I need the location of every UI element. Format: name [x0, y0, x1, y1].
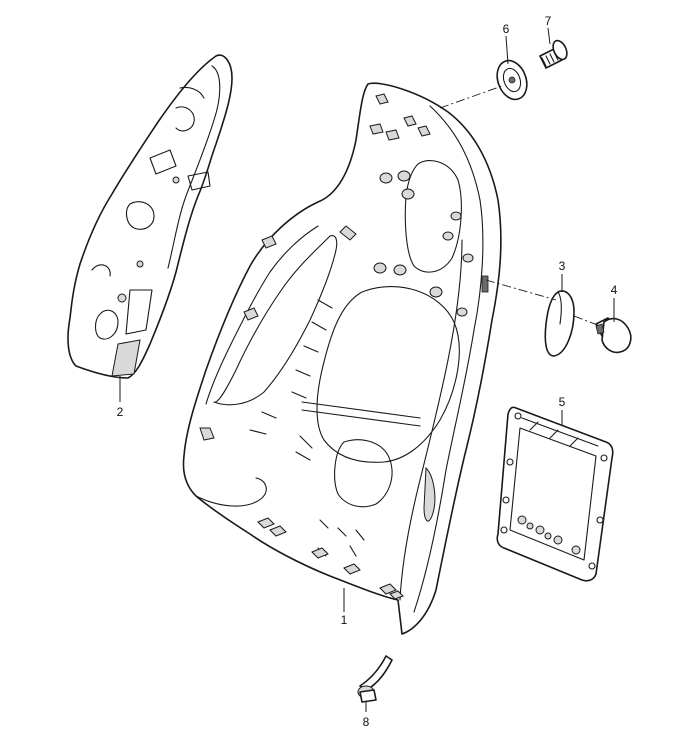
backrest-shell-part-1[interactable] [182, 82, 502, 635]
callout-1: 1 [341, 613, 348, 627]
round-clip-part-6[interactable] [492, 56, 532, 103]
push-fastener-part-4[interactable] [595, 317, 632, 354]
callout-4: 4 [611, 283, 618, 297]
callout-7: 7 [545, 14, 552, 28]
screw-part-7[interactable] [539, 38, 570, 69]
callout-2: 2 [117, 405, 124, 419]
callout-5: 5 [559, 395, 566, 409]
callout-3: 3 [559, 259, 566, 273]
leader-line-6 [505, 35, 509, 65]
side-trim-panel-part-2[interactable] [67, 54, 233, 379]
callout-8: 8 [363, 715, 370, 729]
hook-clip-part-8[interactable] [357, 655, 393, 703]
oval-cover-part-3[interactable] [544, 290, 575, 357]
assembly-line-6-to-shell [439, 85, 503, 109]
assembly-line-3-4-to-shell [485, 279, 601, 327]
leader-line-7 [547, 27, 551, 45]
callout-6: 6 [503, 22, 510, 36]
rectangular-frame-part-5[interactable] [496, 406, 614, 582]
